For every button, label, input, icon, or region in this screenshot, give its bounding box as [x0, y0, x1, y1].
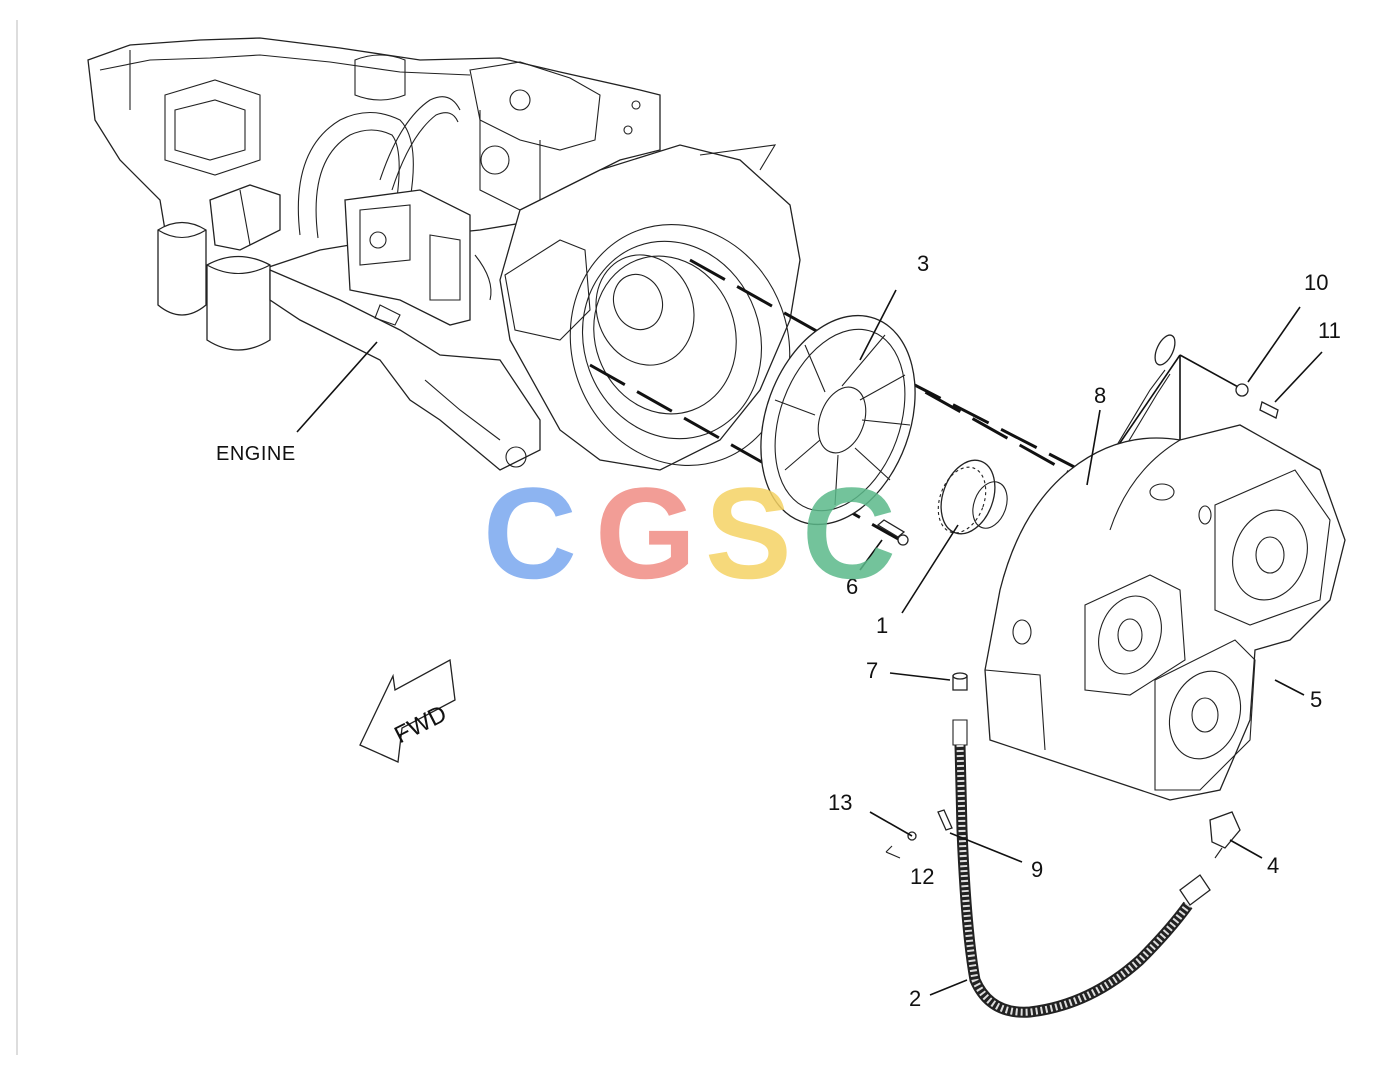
- engine-assembly: [87, 37, 801, 471]
- watermark-letter-c2: C: [802, 460, 896, 606]
- engine-label: ENGINE: [216, 443, 296, 465]
- forward-direction-arrow: FWD: [359, 658, 456, 763]
- callout-11: 11: [1318, 318, 1341, 343]
- watermark-letter-c: C: [483, 460, 577, 606]
- callout-labels: 1 2 3 4 5 6 7 8 9 10 11 12 13: [828, 251, 1341, 1011]
- bolt-part-6: [876, 519, 909, 546]
- callout-10: 10: [1304, 270, 1328, 295]
- watermark-letter-g: G: [595, 460, 696, 606]
- clamp-hardware-parts-9-12-13: [885, 809, 953, 859]
- watermark-letter-s: S: [705, 460, 792, 606]
- callout-8: 8: [1094, 383, 1106, 408]
- callout-6: 6: [846, 574, 858, 599]
- callout-5: 5: [1310, 687, 1322, 712]
- callout-3: 3: [917, 251, 929, 276]
- watermark-logo: C G S C: [483, 460, 896, 606]
- pump-drive-housing-part-5: [984, 424, 1346, 801]
- fasteners-parts-10-11: [1235, 383, 1279, 419]
- elbow-fitting-part-4: [1209, 811, 1241, 859]
- callout-2: 2: [909, 986, 921, 1011]
- hose-assembly-part-2: [952, 719, 1211, 1018]
- drive-plate-part-3: [760, 314, 916, 526]
- callout-12: 12: [910, 864, 934, 889]
- callout-7: 7: [866, 658, 878, 683]
- callout-13: 13: [828, 790, 852, 815]
- callout-9: 9: [1031, 857, 1043, 882]
- callout-1: 1: [876, 613, 888, 638]
- coupling-gear-part-1: [937, 459, 1008, 535]
- leader-lines: [296, 289, 1323, 996]
- callout-4: 4: [1267, 853, 1279, 878]
- plug-part-7: [952, 672, 968, 691]
